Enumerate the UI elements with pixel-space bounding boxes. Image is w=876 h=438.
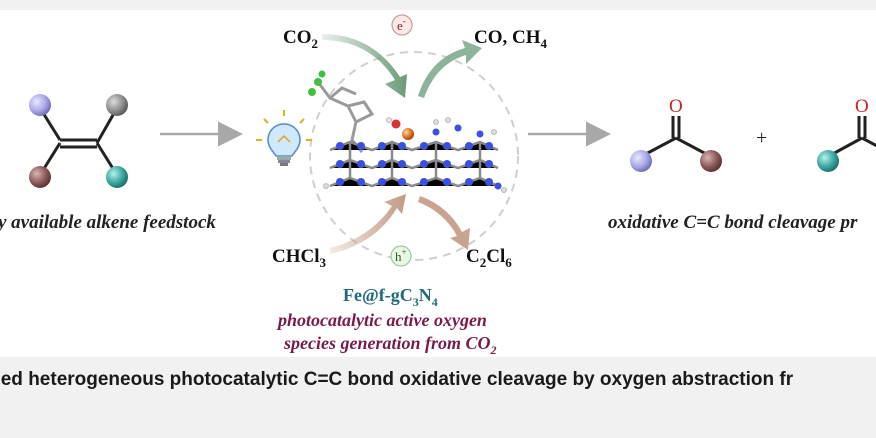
lightbulb-icon xyxy=(256,110,312,166)
co2-inflow-arrow xyxy=(322,34,407,98)
co-ch4-product-label: CO, CH4 xyxy=(474,27,548,51)
reaction-scheme: y available alkene feedstock e- h+ CO2 C… xyxy=(0,14,876,357)
hole-charge: + xyxy=(402,247,407,257)
co2-reactant-label: CO2 xyxy=(283,27,318,51)
electron-badge: e- xyxy=(391,14,413,36)
svg-text:e-: e- xyxy=(397,16,406,33)
c2cl6-outflow-arrow xyxy=(418,196,470,250)
product-label: oxidative C=C bond cleavage pr xyxy=(608,212,858,233)
electron-symbol: e xyxy=(397,18,403,33)
catalysis-cycle-ring xyxy=(309,51,519,261)
plus-sign: + xyxy=(756,127,767,149)
substituent-sphere-brown xyxy=(29,166,51,188)
catalyst-description-line1: photocatalytic active oxygen xyxy=(276,310,487,330)
figure-caption: based heterogeneous photocatalytic C=C b… xyxy=(0,369,794,390)
catalyst-name: Fe@f-gC3N4 xyxy=(343,285,438,309)
svg-text:h+: h+ xyxy=(395,247,407,264)
oxygen-label-2: O xyxy=(855,96,869,117)
figure-panel: y available alkene feedstock e- h+ CO2 C… xyxy=(0,10,876,357)
chcl3-reactant-label: CHCl3 xyxy=(272,246,327,270)
chcl3-inflow-arrow xyxy=(330,194,406,254)
hole-badge: h+ xyxy=(390,245,412,267)
catalyst-description-line2: species generation from CO2 xyxy=(283,333,497,357)
caption-bar: based heterogeneous photocatalytic C=C b… xyxy=(0,357,876,438)
ketone-product-2: O xyxy=(817,96,876,172)
substituent-sphere-purple xyxy=(29,94,51,116)
co-outflow-arrow xyxy=(418,40,482,98)
oxygen-label-1: O xyxy=(669,96,683,117)
substituent-sphere-teal xyxy=(106,166,128,188)
hole-symbol: h xyxy=(395,249,402,264)
ketone-product-1: O xyxy=(630,96,722,172)
catalyst-structure xyxy=(308,70,507,193)
alkene-molecule xyxy=(29,94,128,188)
top-strip xyxy=(0,0,876,10)
c2cl6-product-label: C2Cl6 xyxy=(466,246,512,270)
substituent-sphere-gray xyxy=(106,94,128,116)
electron-charge: - xyxy=(403,16,406,26)
feedstock-label: y available alkene feedstock xyxy=(0,212,216,233)
